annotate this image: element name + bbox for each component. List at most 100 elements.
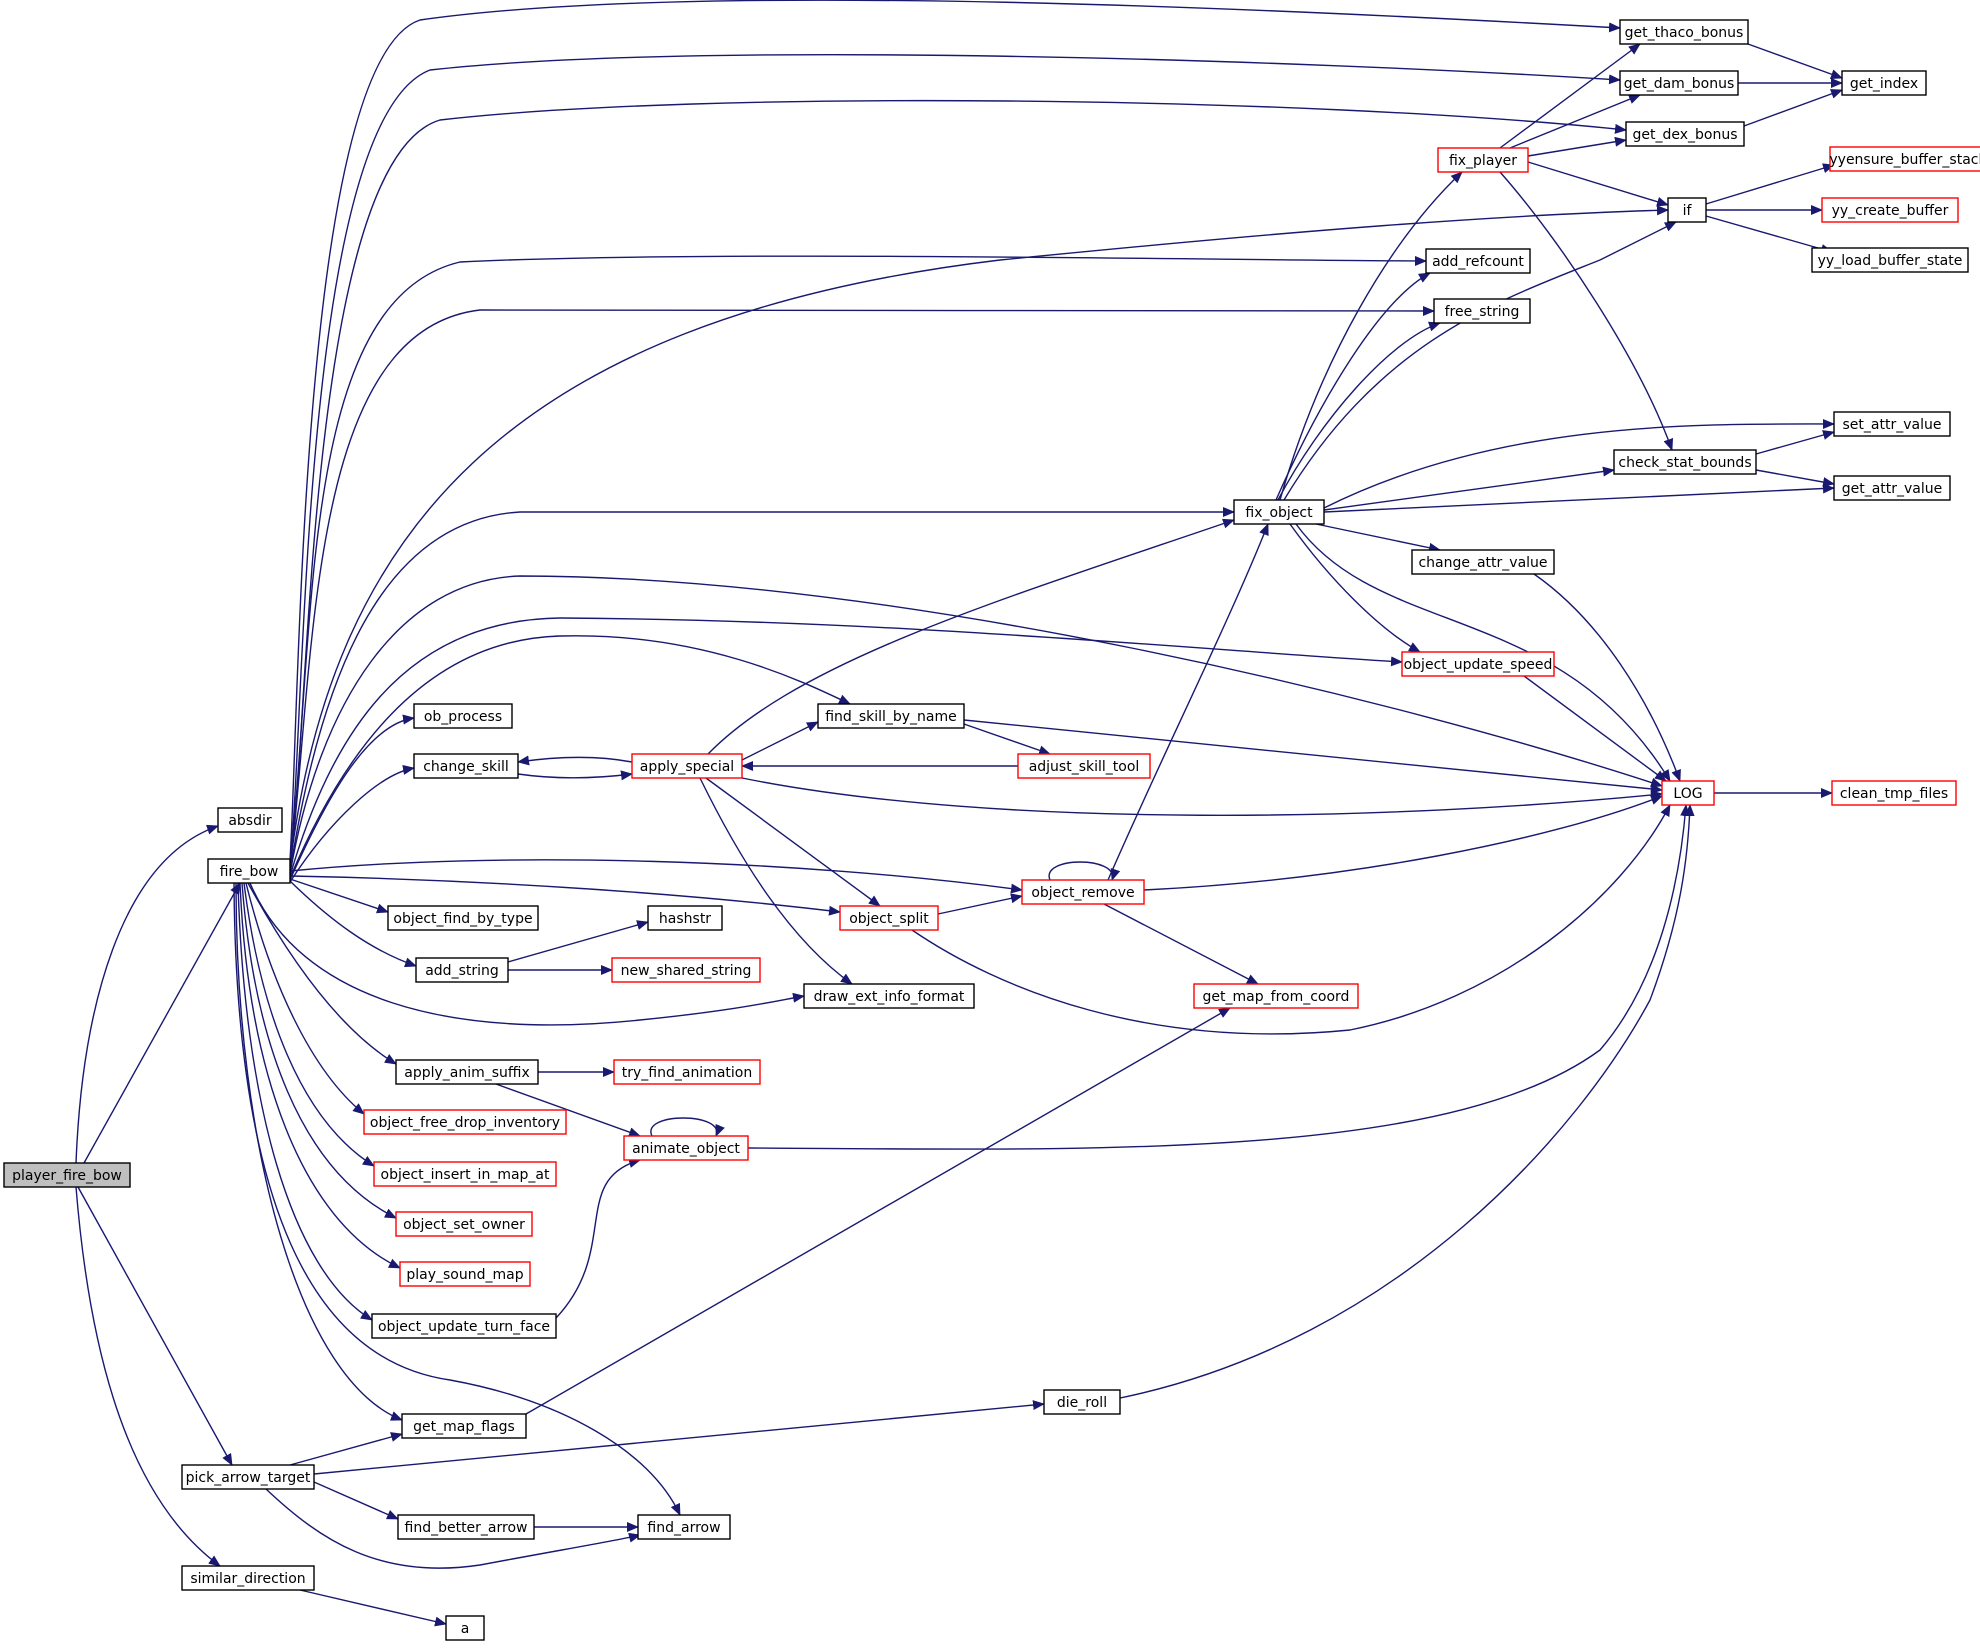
node-object-split[interactable]: object_split xyxy=(839,905,939,931)
node-find-skill-by-name[interactable]: find_skill_by_name xyxy=(817,703,965,729)
node-apply-anim-suffix[interactable]: apply_anim_suffix xyxy=(395,1059,539,1085)
node-fix-player[interactable]: fix_player xyxy=(1437,147,1529,173)
node-box[interactable] xyxy=(399,1261,531,1287)
node-if[interactable]: if xyxy=(1667,197,1707,223)
node-absdir[interactable]: absdir xyxy=(217,807,283,833)
node-try-find-animation[interactable]: try_find_animation xyxy=(613,1059,761,1085)
node-object-update-turn-face[interactable]: object_update_turn_face xyxy=(371,1313,557,1339)
node-apply-special[interactable]: apply_special xyxy=(631,753,743,779)
node-box[interactable] xyxy=(395,1059,539,1085)
node-box[interactable] xyxy=(181,1464,315,1490)
node-box[interactable] xyxy=(1043,1389,1121,1415)
node-box[interactable] xyxy=(817,703,965,729)
node-box[interactable] xyxy=(1661,780,1715,806)
node-box[interactable] xyxy=(647,905,723,931)
node-find-arrow[interactable]: find_arrow xyxy=(637,1514,731,1540)
node-box[interactable] xyxy=(3,1162,131,1188)
node-pick-arrow-target[interactable]: pick_arrow_target xyxy=(181,1464,315,1490)
node-LOG[interactable]: LOG xyxy=(1661,780,1715,806)
node-box[interactable] xyxy=(445,1615,485,1641)
node-box[interactable] xyxy=(181,1565,315,1591)
node-new-shared-string[interactable]: new_shared_string xyxy=(611,957,761,983)
node-object-set-owner[interactable]: object_set_owner xyxy=(395,1211,533,1237)
node-draw-ext-info-format[interactable]: draw_ext_info_format xyxy=(803,983,975,1009)
node-object-insert-in-map-at[interactable]: object_insert_in_map_at xyxy=(373,1161,557,1187)
node-get-index[interactable]: get_index xyxy=(1841,70,1927,96)
node-change-skill[interactable]: change_skill xyxy=(413,753,519,779)
node-change-attr-value[interactable]: change_attr_value xyxy=(1411,549,1555,575)
node-get-map-from-coord[interactable]: get_map_from_coord xyxy=(1193,983,1359,1009)
node-box[interactable] xyxy=(207,858,291,884)
node-check-stat-bounds[interactable]: check_stat_bounds xyxy=(1613,449,1757,475)
node-box[interactable] xyxy=(413,753,519,779)
node-die-roll[interactable]: die_roll xyxy=(1043,1389,1121,1415)
node-box[interactable] xyxy=(217,807,283,833)
node-clean-tmp-files[interactable]: clean_tmp_files xyxy=(1831,780,1957,806)
node-box[interactable] xyxy=(1821,197,1959,223)
node-box[interactable] xyxy=(1233,499,1325,525)
node-player-fire-bow[interactable]: player_fire_bow xyxy=(3,1162,131,1188)
node-box[interactable] xyxy=(1833,411,1951,437)
node-object-find-by-type[interactable]: object_find_by_type xyxy=(387,905,539,931)
node-box[interactable] xyxy=(395,1211,533,1237)
node-box[interactable] xyxy=(631,753,743,779)
node-similar-direction[interactable]: similar_direction xyxy=(181,1565,315,1591)
node-hashstr[interactable]: hashstr xyxy=(647,905,723,931)
node-box[interactable] xyxy=(1425,248,1531,274)
node-box[interactable] xyxy=(1613,449,1757,475)
node-get-dam-bonus[interactable]: get_dam_bonus xyxy=(1619,70,1739,96)
node-box[interactable] xyxy=(1831,780,1957,806)
node-object-free-drop-inventory[interactable]: object_free_drop_inventory xyxy=(363,1109,567,1135)
node-box[interactable] xyxy=(623,1135,749,1161)
node-get-dex-bonus[interactable]: get_dex_bonus xyxy=(1625,121,1745,147)
node-box[interactable] xyxy=(387,905,539,931)
node-box[interactable] xyxy=(1433,298,1531,324)
node-fix-object[interactable]: fix_object xyxy=(1233,499,1325,525)
node-box[interactable] xyxy=(613,1059,761,1085)
node-box[interactable] xyxy=(1811,247,1969,273)
node-add-refcount[interactable]: add_refcount xyxy=(1425,248,1531,274)
node-box[interactable] xyxy=(1625,121,1745,147)
node-box[interactable] xyxy=(401,1413,527,1439)
node-box[interactable] xyxy=(1619,19,1749,45)
node-set-attr-value[interactable]: set_attr_value xyxy=(1833,411,1951,437)
node-get-thaco-bonus[interactable]: get_thaco_bonus xyxy=(1619,19,1749,45)
node-box[interactable] xyxy=(1833,475,1951,501)
node-fire-bow[interactable]: fire_bow xyxy=(207,858,291,884)
node-play-sound-map[interactable]: play_sound_map xyxy=(399,1261,531,1287)
node-box[interactable] xyxy=(397,1514,535,1540)
node-box[interactable] xyxy=(1411,549,1555,575)
node-box[interactable] xyxy=(1437,147,1529,173)
node-box[interactable] xyxy=(803,983,975,1009)
node-find-better-arrow[interactable]: find_better_arrow xyxy=(397,1514,535,1540)
node-get-map-flags[interactable]: get_map_flags xyxy=(401,1413,527,1439)
node-box[interactable] xyxy=(611,957,761,983)
node-yyensure-buffer-stack[interactable]: yyensure_buffer_stack xyxy=(1829,146,1980,172)
node-box[interactable] xyxy=(1193,983,1359,1009)
node-object-remove[interactable]: object_remove xyxy=(1021,879,1145,905)
node-box[interactable] xyxy=(373,1161,557,1187)
node-box[interactable] xyxy=(415,957,509,983)
node-box[interactable] xyxy=(1841,70,1927,96)
node-a[interactable]: a xyxy=(445,1615,485,1641)
node-box[interactable] xyxy=(1021,879,1145,905)
node-box[interactable] xyxy=(1017,753,1151,779)
node-free-string[interactable]: free_string xyxy=(1433,298,1531,324)
node-adjust-skill-tool[interactable]: adjust_skill_tool xyxy=(1017,753,1151,779)
node-animate-object[interactable]: animate_object xyxy=(623,1135,749,1161)
node-box[interactable] xyxy=(371,1313,557,1339)
node-yy-create-buffer[interactable]: yy_create_buffer xyxy=(1821,197,1959,223)
node-box[interactable] xyxy=(839,905,939,931)
node-box[interactable] xyxy=(413,703,513,729)
node-add-string[interactable]: add_string xyxy=(415,957,509,983)
node-ob-process[interactable]: ob_process xyxy=(413,703,513,729)
node-yy-load-buffer-state[interactable]: yy_load_buffer_state xyxy=(1811,247,1969,273)
node-box[interactable] xyxy=(363,1109,567,1135)
node-box[interactable] xyxy=(1401,651,1555,677)
node-box[interactable] xyxy=(637,1514,731,1540)
node-box[interactable] xyxy=(1619,70,1739,96)
node-get-attr-value[interactable]: get_attr_value xyxy=(1833,475,1951,501)
node-box[interactable] xyxy=(1829,146,1980,172)
node-box[interactable] xyxy=(1667,197,1707,223)
node-object-update-speed[interactable]: object_update_speed xyxy=(1401,651,1555,677)
